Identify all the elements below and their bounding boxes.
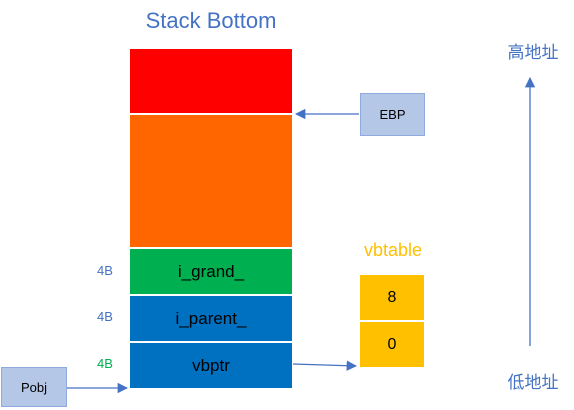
vbtable-cell-offset: 8 [359,274,425,321]
vbtable-value-1: 0 [387,335,397,353]
pobj-label: Pobj [20,379,48,395]
size-label-grand: 4B [97,263,113,278]
stack-bottom-title: Stack Bottom [145,8,277,33]
i-parent-label: i_parent_ [175,308,247,328]
vbtable-value-0: 8 [387,288,397,306]
vbtable-cell-zero: 0 [359,321,425,368]
pobj-box: Pobj [1,367,67,407]
size-label-vbptr: 4B [97,356,113,371]
stack-block-i-grand: i_grand_ [129,248,293,295]
size-label-parent: 4B [97,309,113,324]
ebp-box: EBP [360,93,425,136]
stack-block-i-parent: i_parent_ [129,295,293,342]
stack-block-red [129,48,293,114]
low-address-label: 低地址 [507,373,559,393]
vbptr-arrow [292,360,358,371]
i-grand-label: i_grand_ [177,261,245,281]
stack-block-orange [129,114,293,248]
ebp-label: EBP [379,107,406,122]
stack-block-vbptr: vbptr [129,342,293,389]
vbptr-label: vbptr [192,355,230,375]
high-address-label: 高地址 [507,43,559,63]
vbtable-title: vbtable [363,240,423,260]
